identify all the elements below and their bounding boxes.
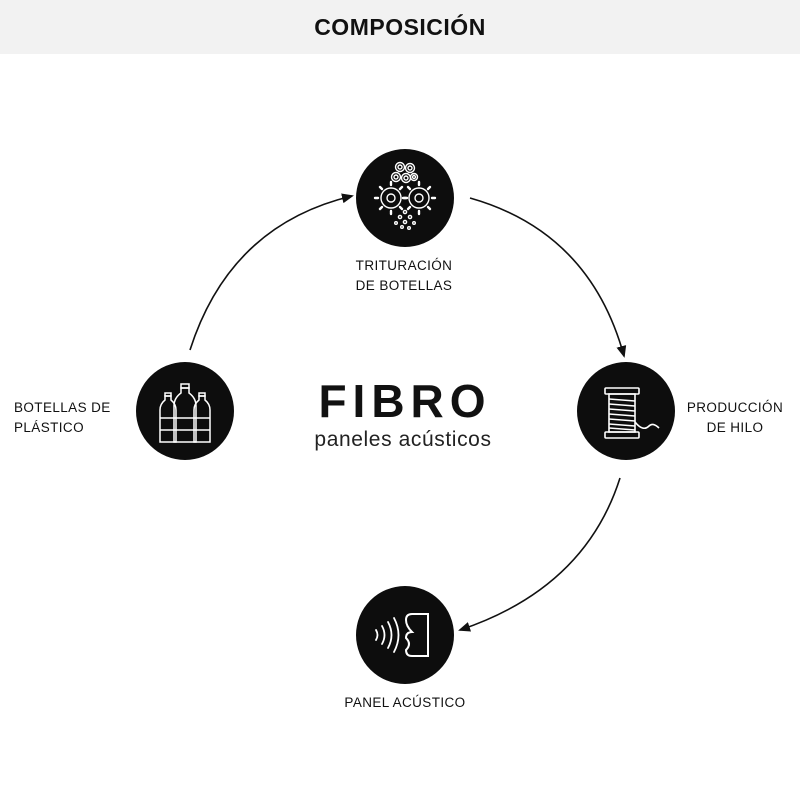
label-bottles: BOTELLAS DE PLÁSTICO bbox=[14, 398, 124, 438]
label-panel-line1: PANEL ACÚSTICO bbox=[344, 695, 466, 710]
label-thread: PRODUCCIÓN DE HILO bbox=[683, 398, 787, 438]
label-panel: PANEL ACÚSTICO bbox=[330, 693, 480, 713]
label-bottles-line1: BOTELLAS DE bbox=[14, 400, 111, 415]
brand-subtitle: paneles acústicos bbox=[314, 428, 492, 451]
label-shredding-line2: DE BOTELLAS bbox=[355, 278, 453, 293]
label-thread-line1: PRODUCCIÓN bbox=[686, 400, 784, 415]
brand-title: FIBRO bbox=[318, 375, 492, 427]
header-bar: COMPOSICIÓN bbox=[0, 0, 800, 54]
node-bottles bbox=[136, 362, 234, 460]
page-title: COMPOSICIÓN bbox=[314, 13, 486, 40]
label-shredding: TRITURACIÓN DE BOTELLAS bbox=[354, 256, 454, 296]
arrow-bottles-to-shredding bbox=[189, 193, 354, 351]
arrow-shredding-to-thread bbox=[469, 197, 627, 358]
sound-panel-icon bbox=[375, 613, 429, 657]
node-panel bbox=[356, 586, 454, 684]
plastic-bottles-icon bbox=[159, 383, 211, 443]
label-thread-line2: DE HILO bbox=[706, 420, 764, 435]
node-thread bbox=[577, 362, 675, 460]
node-shredding bbox=[356, 149, 454, 247]
thread-spool-icon bbox=[604, 387, 660, 439]
label-shredding-line1: TRITURACIÓN bbox=[355, 258, 453, 273]
label-bottles-line2: PLÁSTICO bbox=[14, 420, 84, 435]
arrow-thread-to-panel bbox=[458, 477, 621, 632]
shredding-gears-icon bbox=[373, 161, 437, 230]
